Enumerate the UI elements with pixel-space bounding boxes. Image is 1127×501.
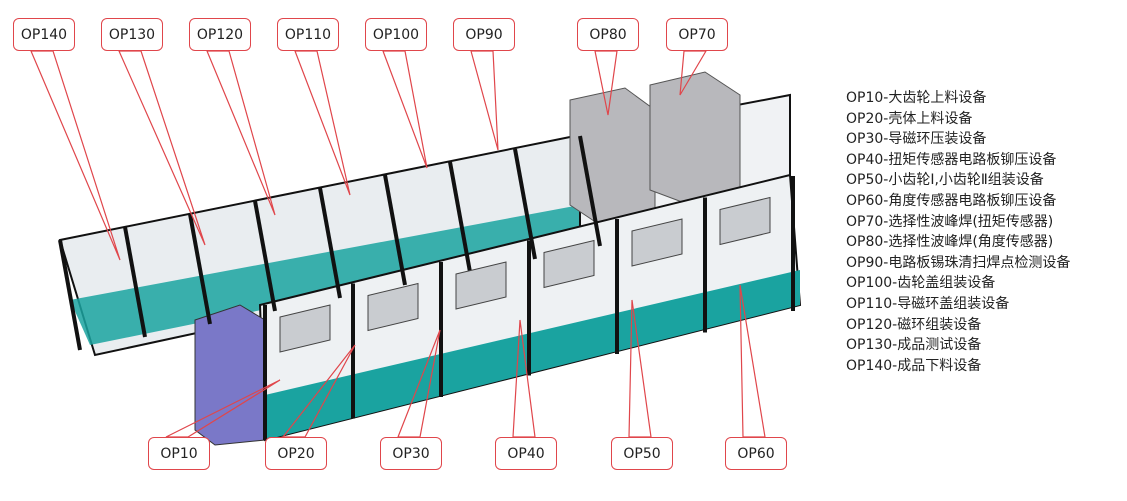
leader-line <box>206 50 276 216</box>
legend-item: OP100-齿轮盖组装设备 <box>846 275 996 292</box>
station-callout: OP130 <box>101 18 163 51</box>
frame-post <box>253 200 277 312</box>
frame-post <box>58 239 82 351</box>
frame-post <box>188 213 212 325</box>
leader-line <box>294 50 351 196</box>
legend-item: OP130-成品测试设备 <box>846 337 982 354</box>
station-callout: OP30 <box>380 437 442 470</box>
leader-line <box>470 50 499 151</box>
legend-item: OP80-选择性波峰焊(角度传感器) <box>846 234 1054 251</box>
leader-line <box>118 50 206 246</box>
station-fixture <box>543 239 595 289</box>
legend-item: OP70-选择性波峰焊(扭矩传感器) <box>846 213 1054 230</box>
station-callout: OP140 <box>13 18 75 51</box>
frame-post <box>448 161 472 273</box>
station-callout: OP110 <box>277 18 339 51</box>
station-callout: OP50 <box>611 437 673 470</box>
legend-item: OP90-电路板锡珠清扫焊点检测设备 <box>846 254 1071 271</box>
station-fixture <box>367 282 419 332</box>
legend-item: OP20-壳体上料设备 <box>846 110 973 127</box>
station-callout: OP40 <box>495 437 557 470</box>
legend-item: OP30-导磁环压装设备 <box>846 131 987 148</box>
legend-item: OP60-角度传感器电路板铆压设备 <box>846 192 1057 209</box>
welder-op70 <box>649 71 741 206</box>
station-fixture <box>631 218 683 267</box>
station-callout: OP90 <box>453 18 515 51</box>
leader-line <box>679 50 708 96</box>
control-cabinet <box>194 304 266 446</box>
legend-item: OP120-磁环组装设备 <box>846 316 982 333</box>
station-fixture <box>455 261 507 310</box>
back-row-base <box>70 205 580 345</box>
legend-item: OP110-导磁环盖组装设备 <box>846 295 1010 312</box>
machine-layout <box>58 71 802 446</box>
station-fixture <box>719 196 771 246</box>
station-callout: OP10 <box>148 437 210 470</box>
station-callout: OP120 <box>189 18 251 51</box>
station-fixture <box>279 304 331 353</box>
station-callout: OP70 <box>666 18 728 51</box>
leader-line <box>30 50 121 261</box>
frame-post <box>318 187 342 299</box>
legend-item: OP10-大齿轮上料设备 <box>846 90 987 106</box>
frame-post <box>383 174 407 286</box>
front-row-base <box>265 270 800 440</box>
station-callout: OP80 <box>577 18 639 51</box>
legend-item: OP40-扭矩传感器电路板铆压设备 <box>846 151 1057 168</box>
leader-line <box>382 50 428 169</box>
station-legend: OP10-大齿轮上料设备 OP20-壳体上料设备 OP30-导磁环压装设备 OP… <box>846 88 1070 376</box>
legend-item: OP50-小齿轮Ⅰ,小齿轮Ⅱ组装设备 <box>846 172 1044 189</box>
leader-line <box>594 50 618 116</box>
station-callout: OP100 <box>365 18 427 51</box>
frame-post <box>123 226 147 338</box>
station-callout: OP20 <box>265 437 327 470</box>
station-callout: OP60 <box>725 437 787 470</box>
legend-item: OP140-成品下料设备 <box>846 357 982 374</box>
frame-post <box>513 148 537 260</box>
frame-post <box>578 135 602 247</box>
